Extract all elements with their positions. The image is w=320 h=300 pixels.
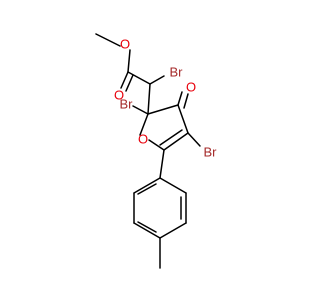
bond-aryl-inner-2 <box>137 221 157 233</box>
bond-aryl-inner-3 <box>137 183 157 195</box>
bond-carbonyl-double-2 <box>125 74 134 92</box>
bond-carbonyl-chbr <box>127 71 151 85</box>
bond-aryl-4-5 <box>133 222 161 239</box>
atom-bromine-alpha: Br <box>170 65 184 80</box>
atom-bromine-c2: Br <box>120 97 134 112</box>
molecule-structure-diagram: O O Br Br O Br O <box>95 33 218 269</box>
atom-ester-carbonyl-oxygen: O <box>114 88 124 103</box>
bond-aryl-6-1 <box>133 177 161 194</box>
bond-methyl-o <box>95 33 121 47</box>
atom-ketone-oxygen: O <box>186 80 196 95</box>
atom-ring-oxygen: O <box>138 132 148 147</box>
bond-carbonyl-double-1 <box>120 71 129 89</box>
bond-ketone-double-1 <box>177 91 183 106</box>
bond-c3-c4 <box>177 104 189 134</box>
bond-ring-o-c2 <box>139 113 149 136</box>
bond-o-carbonyl-c <box>127 49 131 73</box>
bond-aryl-3-4 <box>159 222 187 239</box>
bond-c4-br <box>187 132 201 147</box>
bond-c5-ring-o <box>148 139 165 151</box>
bond-c4-c5-double-2 <box>159 129 183 146</box>
atom-bromine-c4: Br <box>204 145 218 160</box>
bond-aryl-1-2 <box>159 177 187 194</box>
bond-c4-c5-double-1 <box>163 132 189 151</box>
bond-c2-br <box>132 105 149 115</box>
bond-c5-aryl <box>159 149 165 179</box>
bond-chbr-br <box>149 75 165 85</box>
atom-ester-ether-oxygen: O <box>120 37 130 52</box>
bond-ketone-double-2 <box>183 93 189 109</box>
bond-chbr-c2 <box>147 83 151 115</box>
bond-c2-c3 <box>147 104 179 115</box>
